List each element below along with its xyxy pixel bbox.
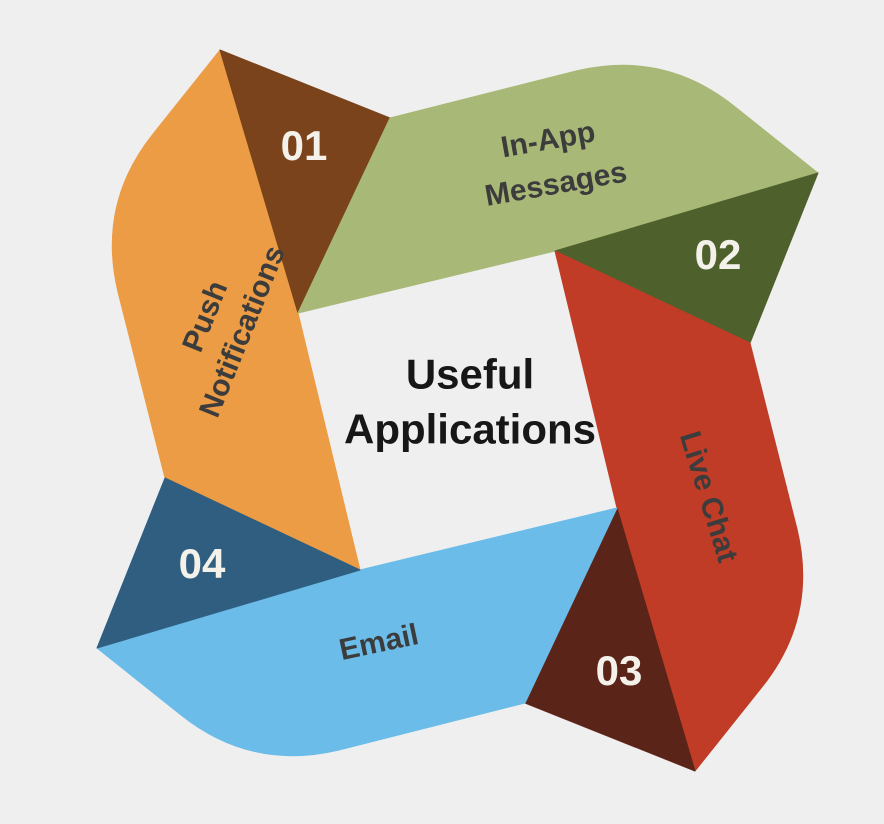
live-chat-unit	[524, 250, 804, 772]
in-app-messages-unit	[297, 64, 819, 344]
email-unit	[96, 477, 618, 757]
step-number-02: 02	[694, 231, 742, 278]
center-title-line2: Applications	[343, 406, 597, 453]
in-app-messages-ribbon	[297, 64, 819, 314]
push-notifications-ribbon	[111, 49, 361, 571]
live-chat-ribbon	[554, 250, 804, 772]
email-fold-triangle	[96, 477, 361, 649]
center-title: Useful Applications	[344, 347, 596, 458]
center-title-line1: Useful	[405, 350, 535, 398]
step-number-01: 01	[280, 122, 328, 169]
step-number-03: 03	[595, 647, 643, 694]
step-number-04: 04	[178, 540, 226, 587]
email-ribbon	[96, 507, 618, 757]
push-notifications-unit	[111, 49, 391, 571]
